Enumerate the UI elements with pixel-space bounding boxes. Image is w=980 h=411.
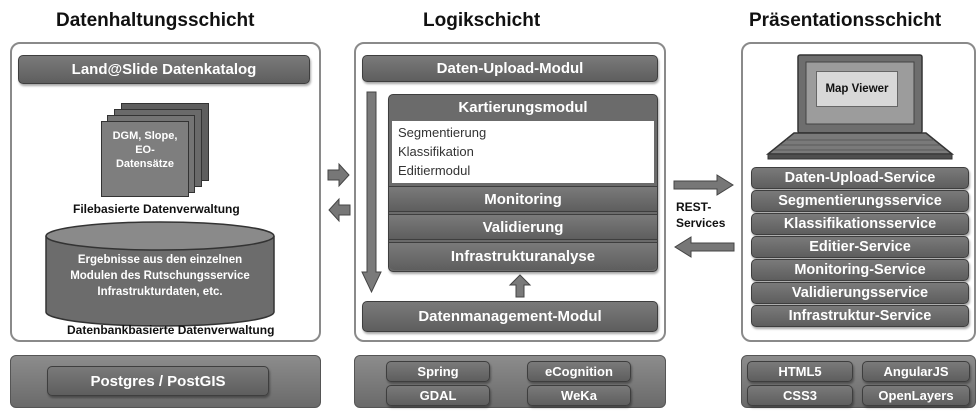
tech-spring: Spring bbox=[386, 361, 490, 382]
service-classification: Klassifikationsservice bbox=[751, 213, 969, 235]
file-text-line: Datensätze bbox=[115, 158, 175, 170]
rest-services-label: REST- Services bbox=[676, 200, 726, 230]
arrow-right-icon bbox=[327, 162, 350, 188]
presentation-layer-title: Präsentationsschicht bbox=[749, 10, 942, 31]
tech-html5: HTML5 bbox=[747, 361, 853, 382]
tech-gdal: GDAL bbox=[386, 385, 490, 406]
arrow-left-icon bbox=[328, 197, 351, 223]
tech-postgres: Postgres / PostGIS bbox=[47, 366, 269, 396]
arrow-left-icon bbox=[674, 236, 735, 258]
data-catalog-header: Land@Slide Datenkatalog bbox=[18, 55, 310, 84]
tech-angularjs: AngularJS bbox=[862, 361, 970, 382]
file-text-line: DGM, Slope, bbox=[112, 130, 178, 142]
database-cylinder bbox=[45, 221, 275, 327]
service-monitoring: Monitoring-Service bbox=[751, 259, 969, 281]
tech-ecognition: eCognition bbox=[527, 361, 631, 382]
file-sheet-front: DGM, Slope, EO- Datensätze bbox=[101, 121, 189, 197]
database-text-line: Ergebnisse aus den einzelnen bbox=[77, 254, 243, 266]
mapping-item: Segmentierung bbox=[398, 125, 487, 140]
service-infrastructure: Infrastruktur-Service bbox=[751, 305, 969, 327]
arrow-right-icon bbox=[673, 174, 734, 196]
logic-layer-title: Logikschicht bbox=[423, 10, 541, 31]
service-validation: Validierungsservice bbox=[751, 282, 969, 304]
tech-css3: CSS3 bbox=[747, 385, 853, 406]
arrow-down-icon bbox=[361, 91, 382, 294]
file-text-line: EO- bbox=[135, 144, 155, 156]
mapping-items-panel: Segmentierung Klassifikation Editiermodu… bbox=[392, 121, 654, 183]
tech-weka: WeKa bbox=[527, 385, 631, 406]
file-caption: Filebasierte Datenverwaltung bbox=[73, 202, 240, 216]
data-layer-title: Datenhaltungsschicht bbox=[56, 10, 255, 31]
data-management-module: Datenmanagement-Modul bbox=[362, 301, 658, 332]
service-upload: Daten-Upload-Service bbox=[751, 167, 969, 189]
file-stack: DGM, Slope, EO- Datensätze bbox=[101, 103, 211, 198]
arrow-up-icon bbox=[508, 274, 532, 298]
map-viewer-screen: Map Viewer bbox=[816, 71, 898, 107]
mapping-module-title: Kartierungsmodul bbox=[458, 98, 588, 116]
service-segmentation: Segmentierungsservice bbox=[751, 190, 969, 212]
mapping-item: Klassifikation bbox=[398, 144, 474, 159]
laptop-icon bbox=[765, 54, 955, 160]
database-caption: Datenbankbasierte Datenverwaltung bbox=[67, 323, 275, 337]
tech-openlayers: OpenLayers bbox=[862, 385, 970, 406]
mapping-item: Editiermodul bbox=[398, 163, 471, 178]
database-text: Ergebnisse aus den einzelnen Modulen des… bbox=[60, 252, 260, 300]
upload-module: Daten-Upload-Modul bbox=[362, 55, 658, 82]
database-text-line: Modulen des Rutschungsservice bbox=[70, 270, 250, 282]
service-editing: Editier-Service bbox=[751, 236, 969, 258]
infrastructure-module: Infrastrukturanalyse bbox=[389, 242, 657, 270]
database-text-line: Infrastrukturdaten, etc. bbox=[97, 286, 223, 298]
validation-module: Validierung bbox=[389, 214, 657, 240]
monitoring-module: Monitoring bbox=[389, 186, 657, 212]
